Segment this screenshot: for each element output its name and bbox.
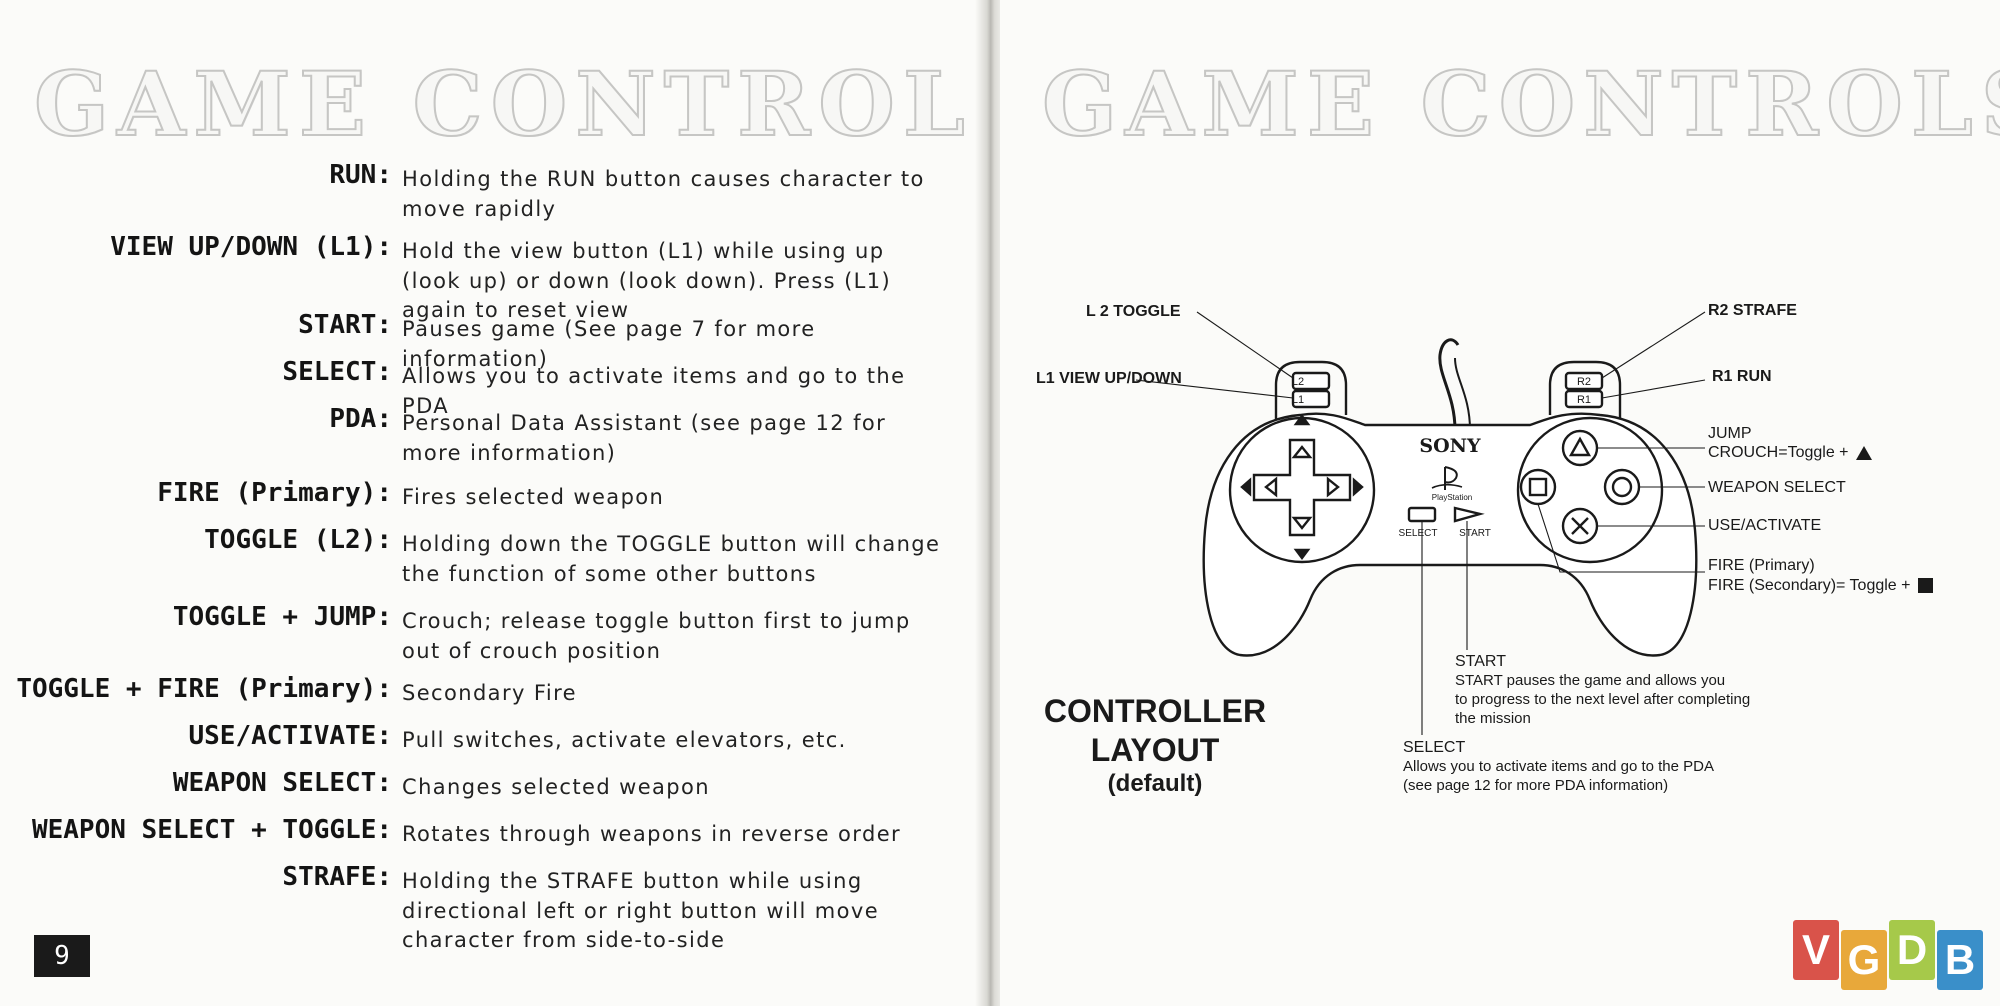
control-description: Allows you to activate items and go to t…: [402, 364, 906, 418]
callout-weapon-select: WEAPON SELECT: [1708, 479, 1846, 496]
callout-crouch-text: CROUCH=Toggle +: [1708, 444, 1849, 461]
select-button: [1407, 506, 1437, 523]
watermark-letter-g: G: [1841, 930, 1887, 990]
control-label: STRAFE:: [282, 862, 392, 892]
l1-label: L1: [1292, 394, 1304, 406]
control-description: Crouch; release toggle button first to j…: [402, 609, 911, 663]
page-number-left: 9: [34, 935, 90, 977]
triangle-symbol-icon: [1855, 445, 1872, 460]
sony-brand: SONY: [1419, 435, 1481, 457]
control-description: Secondary Fire: [402, 681, 577, 705]
r1-label: R1: [1577, 394, 1591, 406]
control-label: USE/ACTIVATE:: [188, 721, 393, 751]
callout-select-title: SELECT: [1403, 739, 1466, 756]
control-label: TOGGLE (L2):: [204, 525, 392, 555]
callout-l1-view: L1 VIEW UP/DOWN: [1036, 370, 1182, 387]
l1-button: [1291, 389, 1331, 409]
control-description: Rotates through weapons in reverse order: [402, 822, 902, 846]
right-page-heading: GAME CONTROLS: [1041, 51, 2000, 157]
callout-fire-primary: FIRE (Primary): [1708, 557, 1815, 574]
callout-fire-secondary: FIRE (Secondary)= Toggle +: [1708, 576, 1933, 595]
callout-jump: JUMP: [1708, 425, 1752, 442]
callout-r2-strafe: R2 STRAFE: [1708, 302, 1797, 319]
r2-button: [1564, 371, 1604, 391]
callout-l2-toggle: L 2 TOGGLE: [1086, 303, 1181, 320]
start-button: [1453, 506, 1485, 523]
callout-start-title: START: [1455, 653, 1506, 670]
control-label: START:: [298, 310, 392, 340]
control-description: Pauses game (See page 7 for more informa…: [402, 317, 816, 371]
controller-diagram: L2 L1 R2 R1 SONY PlayStation SELECT STAR…: [1135, 311, 1706, 735]
square-button: [1519, 468, 1557, 506]
triangle-button: [1561, 429, 1599, 467]
control-label: SELECT:: [282, 357, 392, 387]
select-label: SELECT: [1399, 528, 1438, 539]
control-label: TOGGLE + JUMP:: [172, 602, 392, 632]
control-label: RUN:: [329, 160, 392, 190]
control-label: TOGGLE + FIRE (Primary):: [16, 674, 392, 704]
control-label: PDA:: [329, 404, 392, 434]
callout-start-desc-3: the mission: [1455, 710, 1531, 727]
control-description: Changes selected weapon: [402, 775, 710, 799]
right-page: GAME CONTROLS: [1000, 0, 2000, 1006]
callout-select-desc-2: (see page 12 for more PDA information): [1403, 777, 1669, 794]
callout-start-desc-2: to progress to the next level after comp…: [1455, 691, 1751, 708]
l2-label: L2: [1292, 376, 1304, 388]
control-label: VIEW UP/DOWN (L1):: [110, 232, 392, 262]
controller-title-line-2: LAYOUT: [1090, 732, 1220, 768]
callout-crouch: CROUCH=Toggle +: [1708, 443, 1872, 462]
callout-r1-run: R1 RUN: [1712, 368, 1772, 385]
r1-button: [1564, 389, 1604, 409]
square-symbol-icon: [1917, 578, 1933, 594]
watermark-letter-v: V: [1793, 920, 1839, 980]
left-page: GAME CONTROLS RUN: Holding the RUN button…: [0, 0, 985, 1006]
controller-layout-title: CONTROLLER LAYOUT: [1035, 692, 1275, 770]
watermark-letter-d: D: [1889, 920, 1935, 980]
dpad: [1252, 438, 1352, 537]
control-description: Holding the RUN button causes character …: [402, 167, 925, 221]
control-description: Personal Data Assistant (see page 12 for…: [402, 411, 887, 465]
control-label: FIRE (Primary):: [157, 478, 392, 508]
circle-button: [1603, 468, 1641, 506]
control-description: Holding down the TOGGLE button will chan…: [402, 532, 941, 586]
playstation-logo-text: PlayStation: [1432, 493, 1472, 502]
controller-layout-subtitle: (default): [1107, 770, 1203, 797]
callout-use-activate: USE/ACTIVATE: [1708, 517, 1822, 534]
control-label: WEAPON SELECT + TOGGLE:: [31, 815, 392, 845]
control-description: Holding the STRAFE button while using di…: [402, 869, 880, 952]
control-description: Fires selected weapon: [402, 485, 665, 509]
l2-button: [1291, 371, 1331, 391]
playstation-logo-icon: [1444, 466, 1458, 490]
watermark-letter-b: B: [1937, 930, 1983, 990]
control-description: Pull switches, activate elevators, etc.: [402, 728, 847, 752]
control-label: WEAPON SELECT:: [172, 768, 392, 798]
control-description: Hold the view button (L1) while using up…: [402, 239, 892, 322]
controller-cable: [1438, 338, 1460, 431]
controller-title-line-1: CONTROLLER: [1043, 693, 1267, 729]
left-page-heading: GAME CONTROLS: [33, 51, 985, 157]
r2-label: R2: [1577, 376, 1591, 388]
callout-select-desc-1: Allows you to activate items and go to t…: [1403, 758, 1714, 775]
start-label: START: [1459, 528, 1491, 539]
callout-start-desc-1: START pauses the game and allows you: [1455, 672, 1726, 689]
callout-fire-secondary-text: FIRE (Secondary)= Toggle +: [1708, 577, 1911, 594]
